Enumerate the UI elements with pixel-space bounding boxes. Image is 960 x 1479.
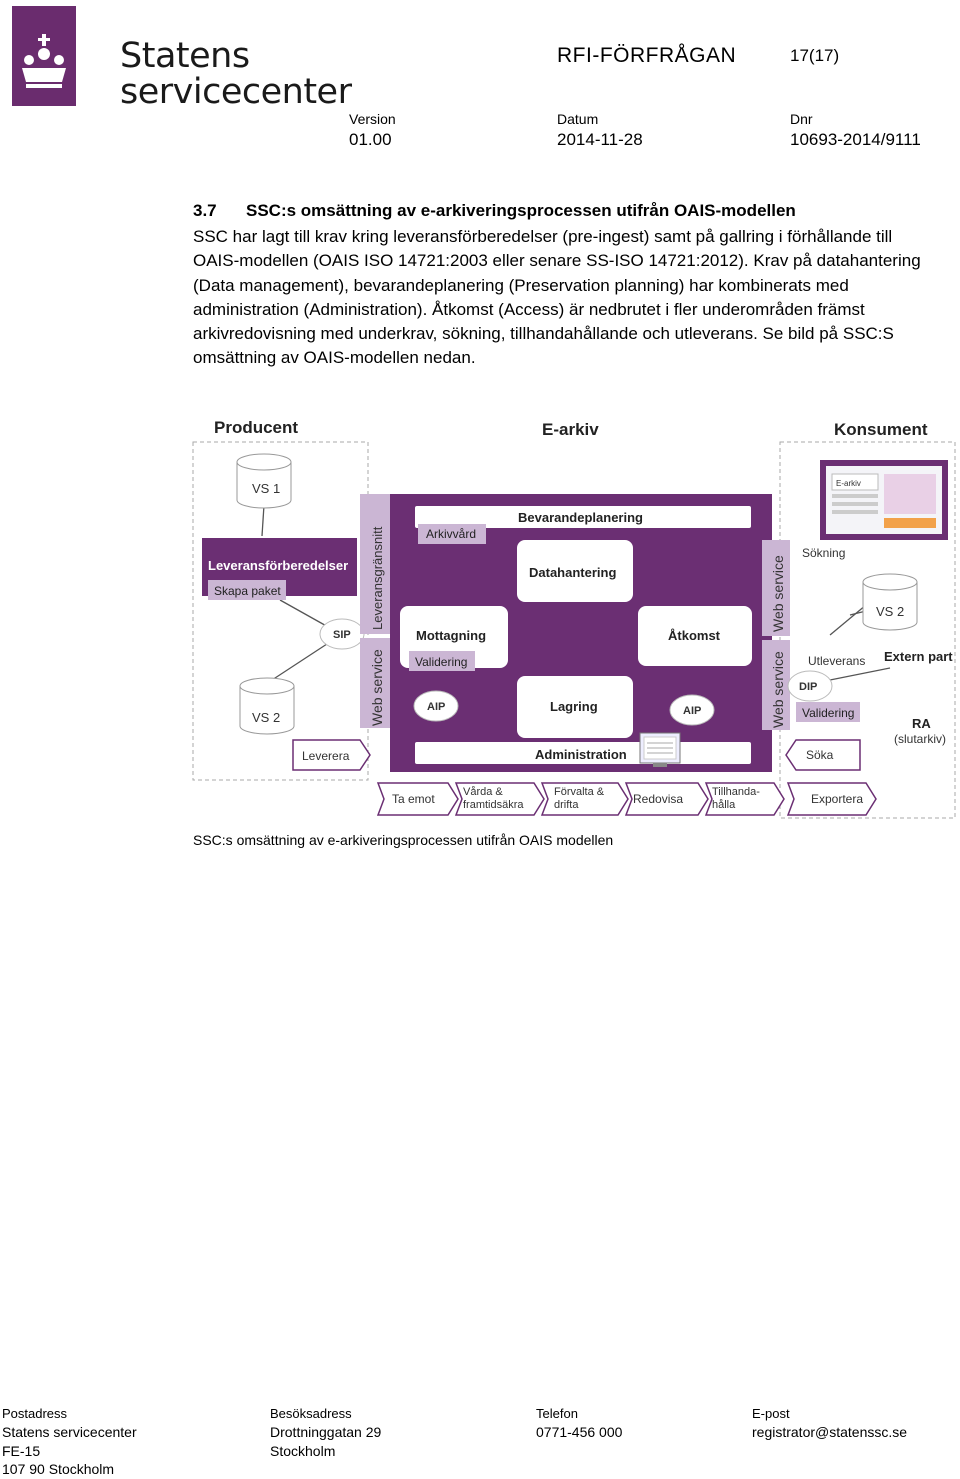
- lagring-box: [517, 676, 633, 738]
- process-step-label: Förvalta &drifta: [554, 786, 605, 811]
- version-value: 01.00: [349, 130, 392, 149]
- vs2-right-label: VS 2: [876, 604, 904, 619]
- footer-email-label: E-post: [752, 1406, 790, 1421]
- aip-left-label: AIP: [427, 701, 445, 713]
- leverera-arrow: [292, 739, 371, 771]
- process-step: [540, 782, 629, 816]
- figure-caption: SSC:s omsättning av e-arkiveringsprocess…: [193, 832, 614, 848]
- arkivard-label: Arkivvård: [426, 527, 476, 541]
- exportera-arrow: [786, 782, 877, 816]
- validering-right-label: Validering: [802, 706, 854, 720]
- vs2-left-label: VS 2: [252, 710, 280, 725]
- consumer-title: Konsument: [834, 420, 928, 439]
- sokning-label: Sökning: [802, 546, 845, 560]
- exportera-label: Exportera: [811, 792, 863, 806]
- vs1-label: VS 1: [252, 481, 280, 496]
- section-heading: 3.7 SSC:s omsättning av e-arkiveringsproc…: [193, 201, 796, 221]
- vs1-storage-icon: VS 1: [236, 453, 292, 509]
- atkomst-label: Åtkomst: [668, 628, 721, 643]
- footer-postal-address: Statens servicecenter FE-15 107 90 Stock…: [2, 1424, 137, 1477]
- process-step-label: Redovisa: [633, 792, 683, 806]
- process-step: [376, 782, 459, 816]
- web-service-right-top-label: Web service: [770, 555, 786, 632]
- section-number: 3.7: [193, 201, 217, 220]
- atkomst-box: [638, 606, 752, 666]
- validering-left-label: Validering: [415, 655, 467, 669]
- footer-postal-label: Postadress: [2, 1406, 68, 1421]
- web-service-right-bottom-strip: [762, 640, 790, 730]
- date-label: Datum: [557, 111, 599, 127]
- footer-phone-value: 0771-456 000: [536, 1424, 623, 1440]
- vs2-left-storage-icon: VS 2: [239, 677, 295, 735]
- aip-right-label: AIP: [683, 705, 701, 717]
- mottagning-label: Mottagning: [416, 628, 486, 643]
- process-step: [704, 782, 785, 816]
- datahantering-box: [517, 540, 633, 602]
- bevarandeplanering-bar: [415, 506, 751, 528]
- validering-right-tag: [796, 702, 860, 722]
- leveransforberedelser-label: Leveransförberedelser: [208, 558, 348, 573]
- leveransgransnitt-strip: [360, 494, 390, 634]
- consumer-screen-icon: E-arkiv: [820, 460, 948, 540]
- skapa-paket-label: Skapa paket: [214, 584, 281, 598]
- extern-part-label: Extern part: [884, 649, 953, 664]
- logo-crown-icon: [12, 6, 76, 106]
- screen-title: E-arkiv: [836, 479, 861, 488]
- footer-visit-label: Besöksadress: [270, 1406, 352, 1421]
- ra-label: RA: [912, 716, 931, 731]
- monitor-icon: [639, 732, 681, 767]
- soka-arrow: [785, 739, 861, 771]
- date-value: 2014-11-28: [557, 130, 643, 149]
- footer-email-value[interactable]: registrator@statenssc.se: [752, 1424, 908, 1440]
- bevarandeplanering-label: Bevarandeplanering: [518, 510, 643, 525]
- aip-left-node: [413, 690, 459, 722]
- page-number: 17(17): [790, 46, 840, 65]
- arkivard-tag: [418, 524, 486, 544]
- leveransgransnitt-label: Leveransgränsnitt: [370, 526, 385, 630]
- dnr-label: Dnr: [790, 111, 813, 127]
- leverera-label: Leverera: [302, 749, 350, 763]
- aip-right-node: [669, 694, 715, 726]
- dip-label: DIP: [799, 681, 817, 693]
- process-step: [624, 782, 709, 816]
- document-title: RFI-FÖRFRÅGAN: [557, 44, 737, 67]
- web-service-left-label: Web service: [369, 649, 385, 726]
- process-step-label: Ta emot: [392, 792, 435, 806]
- datahantering-label: Datahantering: [529, 565, 616, 580]
- web-service-left-strip: [360, 638, 390, 728]
- footer-visit-address: Drottninggatan 29 Stockholm: [270, 1424, 382, 1459]
- oais-diagram: Producent E-arkiv Konsument VS 1 VS 2 VS…: [192, 418, 956, 819]
- process-step-label: Tillhanda-hålla: [712, 786, 760, 811]
- dnr-value: 10693-2014/9111: [790, 130, 921, 149]
- web-service-right-bottom-label: Web service: [770, 651, 786, 728]
- process-step: [454, 782, 545, 816]
- web-service-right-top-strip: [762, 540, 790, 636]
- skapa-paket-tag: [208, 580, 286, 600]
- utleverans-label: Utleverans: [808, 654, 865, 668]
- administration-label: Administration: [535, 747, 627, 762]
- logo-text: Statens servicecenter: [120, 36, 352, 112]
- process-step-label: Vårda &framtidsäkra: [463, 786, 524, 811]
- slutarkiv-label: (slutarkiv): [894, 732, 946, 746]
- footer-phone-label: Telefon: [536, 1406, 578, 1421]
- earchive-title: E-arkiv: [542, 420, 599, 439]
- sip-label: SIP: [333, 629, 351, 641]
- dip-node: [787, 670, 833, 702]
- process-steps: Ta emot Vårda &framtidsäkra Förvalta &dr…: [376, 782, 785, 816]
- vs2-right-storage-icon: VS 2: [862, 573, 918, 631]
- section-body: SSC har lagt till krav kring leveransför…: [193, 227, 921, 368]
- section-title: SSC:s omsättning av e-arkiveringsprocess…: [246, 201, 796, 220]
- validering-left-tag: [409, 651, 475, 671]
- soka-label: Söka: [806, 748, 834, 762]
- version-label: Version: [349, 111, 396, 127]
- producer-title: Producent: [214, 418, 298, 437]
- lagring-label: Lagring: [550, 699, 598, 714]
